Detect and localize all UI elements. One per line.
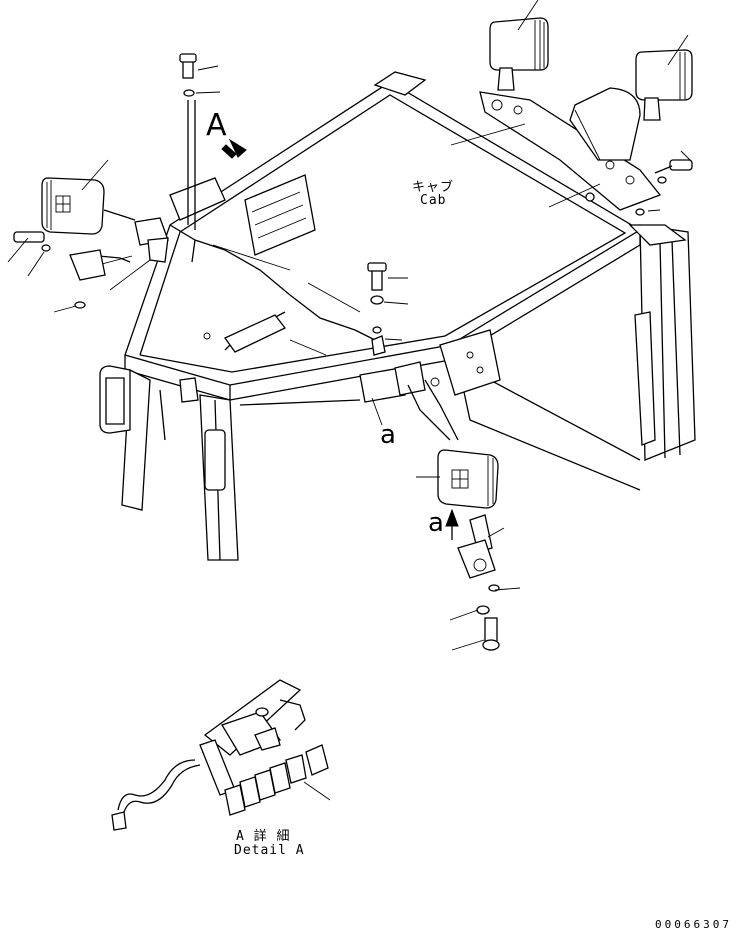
- detail-a-title-japanese: A 詳 細: [236, 829, 291, 844]
- view-arrows: [221, 138, 459, 540]
- cab-label-english: Cab: [420, 193, 447, 208]
- callout-a-upper: a: [380, 420, 396, 450]
- cab-pillars: [99, 224, 696, 561]
- detail-a-drawing: [111, 679, 331, 831]
- cab-label-japanese: キャブ: [412, 180, 455, 195]
- leader-lines: [7, 0, 693, 651]
- drawing-number: 00066307: [655, 918, 732, 931]
- center-bolt: [179, 53, 387, 356]
- detail-a-title-english: Detail A: [234, 843, 305, 858]
- roof-details: [169, 71, 687, 403]
- top-work-lamps: [479, 17, 693, 216]
- rear-work-lamp: [407, 379, 500, 651]
- view-a-label: A: [206, 108, 227, 143]
- left-work-lamp: [13, 177, 169, 309]
- callout-a-lower: a: [428, 508, 444, 538]
